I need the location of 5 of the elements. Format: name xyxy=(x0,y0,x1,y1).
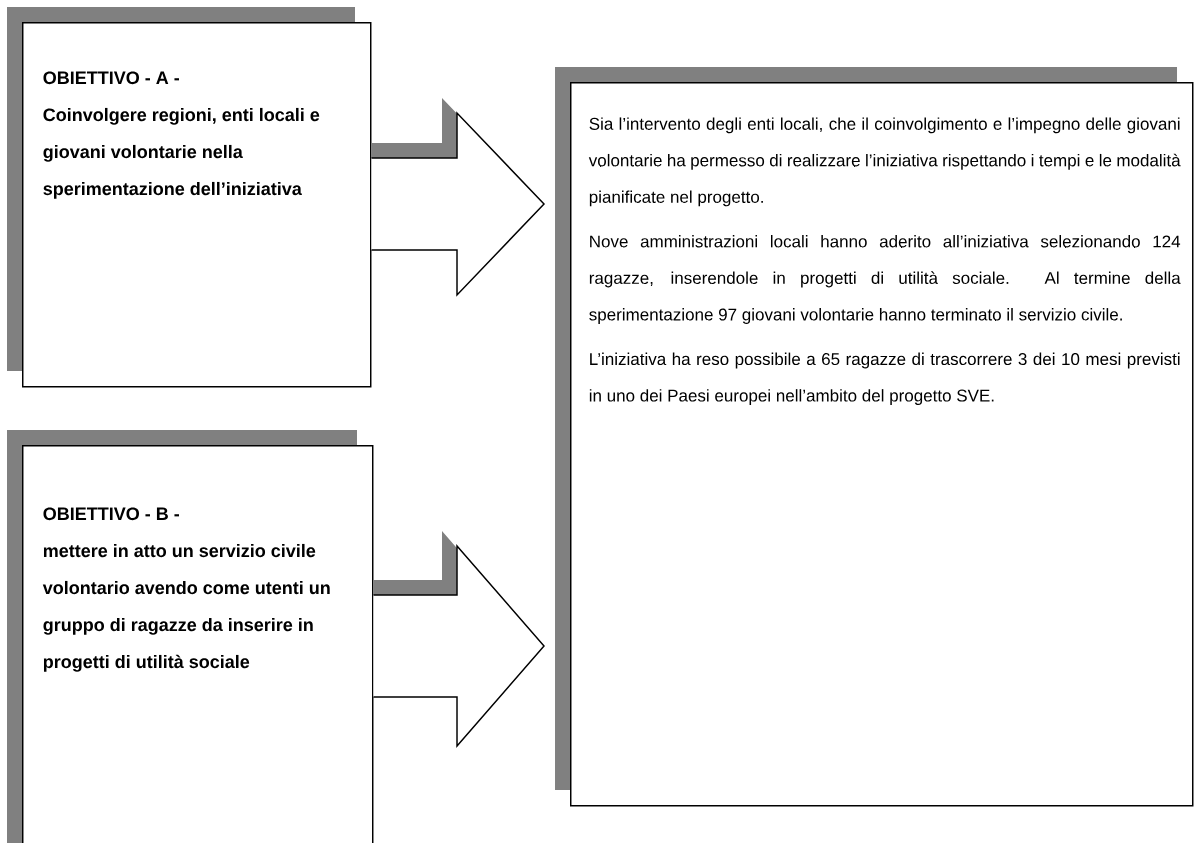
block-arrow xyxy=(370,98,546,297)
text-box: Sia l’intervento degli enti locali, che il coinvolgimento e l’impegno delle giovani volontarie ha permesso di realizzare l’iniziativa rispettando i tempi e le modalità pianificate nel progetto. Nove amministrazioni locali hanno aderito all’iniziativa selezionando 124 ragazze, inserendole in progetti di utilità sociale. Al termine della sperimentazione 97 giovani volontarie hanno terminato il servizio civile. L’iniziativa ha reso possibile a 65 ragazze di trascorrere 3 dei 10 mesi previsti in uno dei Paesi europei nell’ambito del progetto SVE. xyxy=(570,82,1194,807)
objective-box: OBIETTIVO - B - mettere in atto un servizio civile volontario avendo come utenti un gruppo di ragazze da inserire in progetti di utilità sociale xyxy=(22,445,374,843)
objective-box: OBIETTIVO - A - Coinvolgere regioni, enti locali e giovani volontarie nella sperimentazione dell’iniziativa xyxy=(22,22,372,388)
block-arrow xyxy=(372,531,545,748)
